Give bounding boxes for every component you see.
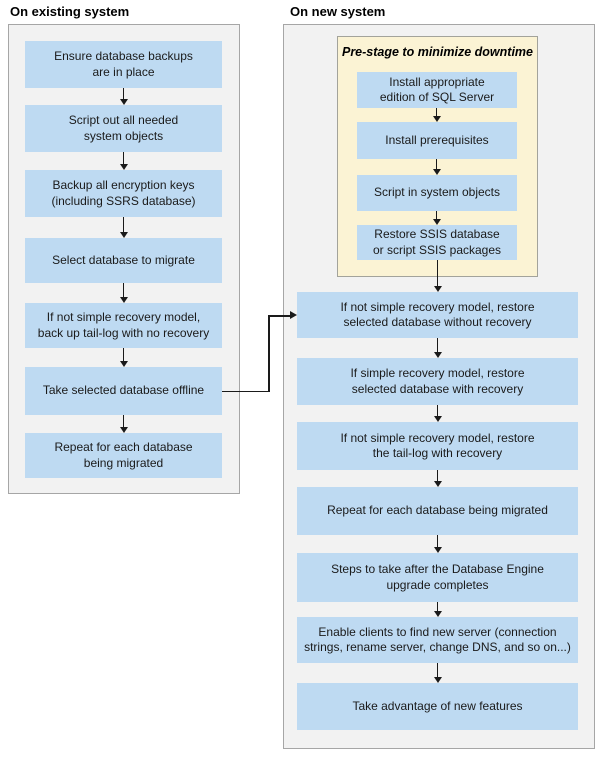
down-arrow xyxy=(433,602,442,617)
step-take-database-offline: Take selected database offline xyxy=(25,367,222,415)
connector-segment-horizontal-upper xyxy=(269,315,290,317)
down-arrow xyxy=(433,663,442,683)
step-label: If not simple recovery model, restore se… xyxy=(340,299,535,330)
down-arrow xyxy=(119,152,128,170)
step-label: Repeat for each database being migrated xyxy=(327,503,548,518)
connector-arrowhead-icon xyxy=(290,311,297,320)
step-label: Take selected database offline xyxy=(42,383,205,398)
down-arrow xyxy=(119,348,128,367)
step-label: If simple recovery model, restore select… xyxy=(350,366,525,396)
right-column-heading: On new system xyxy=(290,4,386,19)
down-arrow xyxy=(433,338,442,358)
step-label: If not simple recovery model, restore th… xyxy=(340,430,535,461)
step-label: If not simple recovery model, back up ta… xyxy=(37,310,210,340)
step-script-in-objects: Script in system objects xyxy=(357,175,517,211)
step-enable-clients: Enable clients to find new server (conne… xyxy=(297,617,578,663)
step-select-database: Select database to migrate xyxy=(25,238,222,283)
step-label: Restore SSIS database or script SSIS pac… xyxy=(372,227,502,257)
step-label: Script in system objects xyxy=(373,185,501,200)
step-new-features: Take advantage of new features xyxy=(297,683,578,730)
step-label: Repeat for each database being migrated xyxy=(54,440,193,470)
new-system-panel: Pre-stage to minimize downtime Install a… xyxy=(283,24,595,749)
step-label: Select database to migrate xyxy=(52,252,195,267)
step-script-out-objects: Script out all needed system objects xyxy=(25,105,222,152)
connector-segment-horizontal-lower xyxy=(222,390,270,392)
step-label: Install prerequisites xyxy=(385,132,489,147)
down-arrow xyxy=(119,88,128,105)
down-arrow xyxy=(433,405,442,422)
existing-system-panel: Ensure database backups are in place Scr… xyxy=(8,24,240,494)
prestage-title: Pre-stage to minimize downtime xyxy=(341,45,533,59)
step-label: Script out all needed system objects xyxy=(68,113,179,143)
prestage-panel: Pre-stage to minimize downtime Install a… xyxy=(337,36,538,277)
step-label: Steps to take after the Database Engine … xyxy=(331,562,544,592)
step-install-prerequisites: Install prerequisites xyxy=(357,122,517,159)
down-arrow xyxy=(433,535,442,553)
step-restore-tail-log: If not simple recovery model, restore th… xyxy=(297,422,578,470)
step-post-upgrade: Steps to take after the Database Engine … xyxy=(297,553,578,602)
down-arrow xyxy=(433,260,442,292)
connector-segment-vertical xyxy=(268,315,270,392)
step-install-sql-server: Install appropriate edition of SQL Serve… xyxy=(357,72,517,108)
step-restore-ssis: Restore SSIS database or script SSIS pac… xyxy=(357,225,517,260)
step-restore-without-recovery: If not simple recovery model, restore se… xyxy=(297,292,578,338)
left-column-heading: On existing system xyxy=(10,4,130,19)
down-arrow xyxy=(432,159,441,175)
step-label: Install appropriate edition of SQL Serve… xyxy=(379,74,495,105)
down-arrow xyxy=(119,283,128,303)
down-arrow xyxy=(119,415,128,433)
down-arrow xyxy=(432,108,441,122)
down-arrow xyxy=(433,470,442,487)
step-label: Take advantage of new features xyxy=(352,698,523,713)
step-repeat-new: Repeat for each database being migrated xyxy=(297,487,578,535)
step-repeat-existing: Repeat for each database being migrated xyxy=(25,433,222,478)
down-arrow xyxy=(432,211,441,225)
step-backup-encryption-keys: Backup all encryption keys (including SS… xyxy=(25,170,222,217)
down-arrow xyxy=(119,217,128,238)
step-label: Backup all encryption keys (including SS… xyxy=(51,178,196,208)
step-ensure-backups: Ensure database backups are in place xyxy=(25,41,222,88)
step-backup-tail-log: If not simple recovery model, back up ta… xyxy=(25,303,222,348)
step-label: Ensure database backups are in place xyxy=(54,49,193,79)
step-label: Enable clients to find new server (conne… xyxy=(304,624,571,655)
step-restore-with-recovery: If simple recovery model, restore select… xyxy=(297,358,578,405)
